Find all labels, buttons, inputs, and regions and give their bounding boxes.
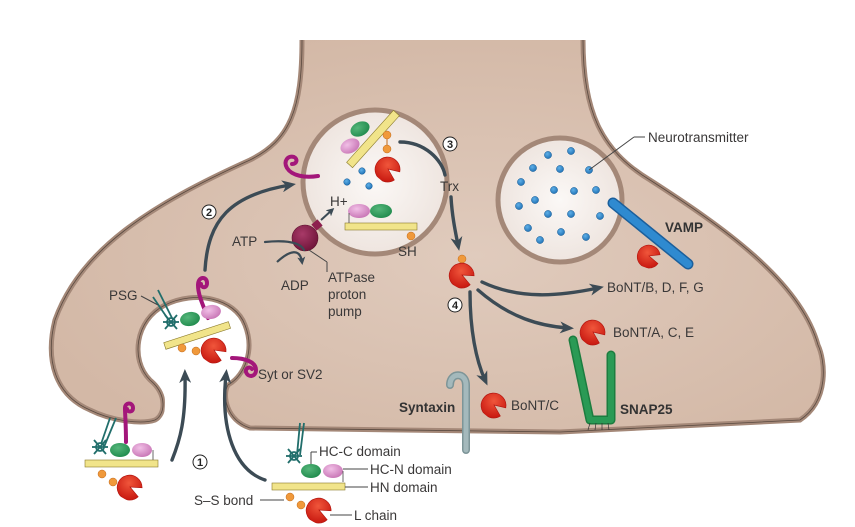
neurotransmitter-leader bbox=[588, 136, 635, 171]
bont-c-label: BoNT/C bbox=[511, 398, 559, 413]
endocytic-pocket bbox=[147, 301, 243, 430]
step-4-badge: 4 bbox=[447, 297, 463, 313]
step-4-arrow-vamp bbox=[480, 280, 604, 297]
trx-label: Trx bbox=[440, 179, 459, 194]
step-3-badge: 3 bbox=[442, 136, 458, 152]
atpase-label-line1: ATPase bbox=[328, 270, 375, 285]
synaptic-vesicle bbox=[495, 135, 625, 265]
step-4-arrow-snap25 bbox=[476, 288, 574, 334]
neurotransmitter-label: Neurotransmitter bbox=[648, 130, 749, 145]
step-2-arrow bbox=[203, 180, 296, 272]
hn-domain-label: HN domain bbox=[370, 480, 438, 495]
svg-text:1: 1 bbox=[197, 457, 203, 469]
acidic-vesicle bbox=[300, 107, 450, 257]
hc-n-domain-label: HC-N domain bbox=[370, 462, 452, 477]
atpase-label-line2: proton bbox=[328, 287, 366, 302]
bont-ace-label: BoNT/A, C, E bbox=[613, 325, 694, 340]
svg-text:4: 4 bbox=[452, 300, 459, 312]
ss-bond-label: S–S bond bbox=[194, 493, 253, 508]
released-l-chain bbox=[444, 254, 479, 293]
h-plus-label: H+ bbox=[330, 194, 348, 209]
syt-sv2-receptor-vesicle bbox=[283, 154, 320, 179]
neurotransmitter-dots bbox=[515, 147, 604, 244]
toxin-bound-left bbox=[84, 401, 159, 505]
psg-pocket bbox=[152, 289, 179, 330]
syt-sv2-label: Syt or SV2 bbox=[258, 367, 323, 382]
svg-text:2: 2 bbox=[206, 207, 212, 219]
toxin-in-vesicle-bottom bbox=[344, 204, 418, 241]
toxin-in-pocket bbox=[163, 304, 231, 368]
l-chain-label: L chain bbox=[354, 508, 397, 523]
syntaxin-label: Syntaxin bbox=[399, 400, 455, 415]
step-4-arrow-syntaxin bbox=[468, 290, 488, 386]
psg-label: PSG bbox=[109, 288, 138, 303]
snap25-label: SNAP25 bbox=[620, 402, 673, 417]
syt-sv2-receptor-pocket bbox=[230, 356, 259, 378]
step-1-arrow-right bbox=[219, 369, 267, 482]
hc-c-domain-label: HC-C domain bbox=[319, 444, 401, 459]
toxin-in-vesicle-top bbox=[340, 109, 405, 188]
vamp-label: VAMP bbox=[665, 220, 703, 235]
step-3-arrow bbox=[398, 140, 447, 177]
sh-label: SH bbox=[398, 244, 417, 259]
bont-bdfg-label: BoNT/B, D, F, G bbox=[607, 280, 704, 295]
toxin-legend bbox=[260, 422, 368, 527]
syt-sv2-receptor-pocket-top bbox=[195, 276, 210, 320]
step-1-arrow-left bbox=[170, 369, 192, 462]
protons bbox=[343, 167, 373, 190]
step-1-badge: 1 bbox=[192, 454, 208, 470]
step-2-badge: 2 bbox=[201, 204, 217, 220]
svg-text:3: 3 bbox=[447, 139, 453, 151]
atp-label: ATP bbox=[232, 234, 257, 249]
snap25 bbox=[568, 335, 616, 431]
adp-label: ADP bbox=[281, 278, 309, 293]
atpase-label-line3: pump bbox=[328, 304, 362, 319]
